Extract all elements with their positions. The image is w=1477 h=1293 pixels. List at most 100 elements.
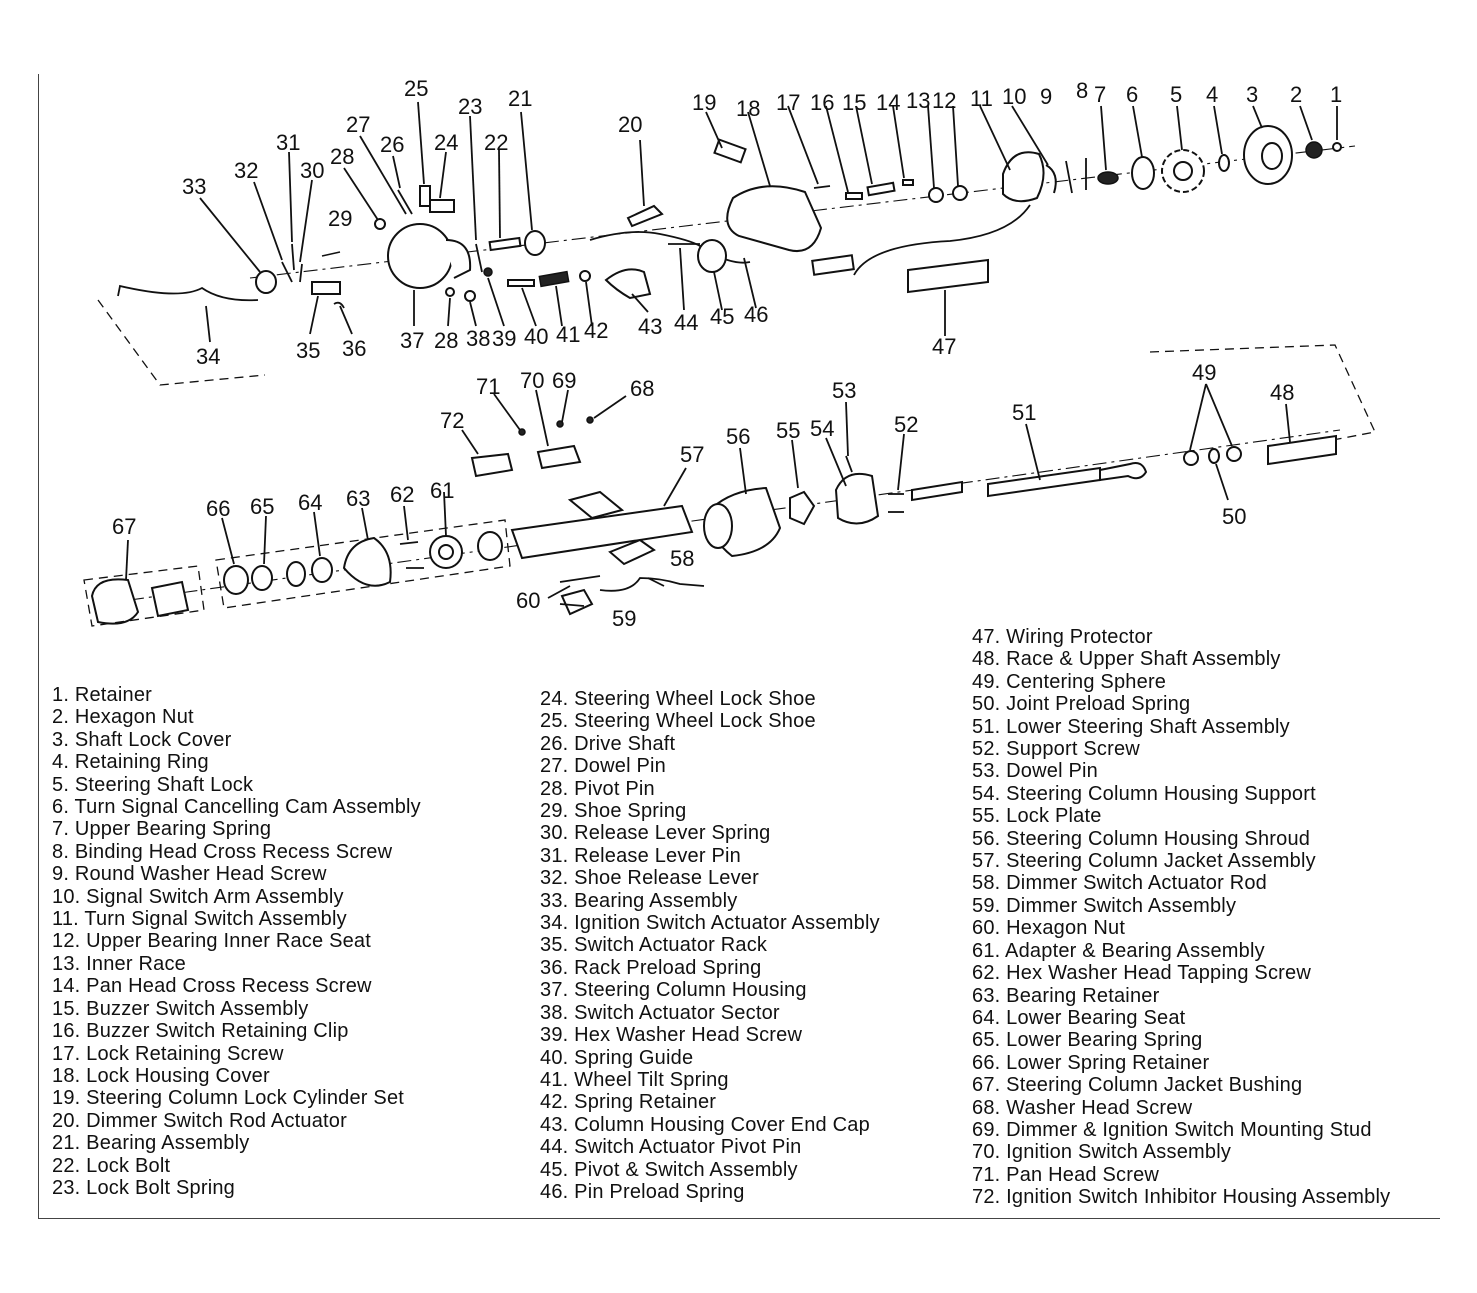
callout-numbers: 1 2 3 4 5 6 7 8 9 10 11 12 13 14 15 16 1… [112, 76, 1342, 631]
part-13-shape [928, 187, 944, 203]
callout-17: 17 [776, 90, 800, 115]
callout-44: 44 [674, 310, 698, 335]
legend-item-3: 3. Shaft Lock Cover [52, 728, 232, 751]
lower-assembly-axis [129, 429, 1341, 601]
part-37-flange [445, 239, 472, 279]
callout-60: 60 [516, 588, 540, 613]
part-43-shape [604, 268, 652, 300]
legend-item-59: 59. Dimmer Switch Assembly [972, 894, 1237, 917]
part-60-shape [559, 575, 601, 583]
legend-item-41: 41. Wheel Tilt Spring [540, 1068, 729, 1091]
callout-28b: 28 [434, 328, 458, 353]
callout-55: 55 [776, 418, 800, 443]
callout-28: 28 [330, 144, 354, 169]
legend-item-48: 48. Race & Upper Shaft Assembly [972, 648, 1281, 671]
part-20-shape [626, 204, 664, 228]
part-7-shape [1097, 171, 1119, 185]
part-19-shape [713, 138, 747, 164]
callout-52: 52 [894, 412, 918, 437]
legend-item-17: 17. Lock Retaining Screw [52, 1042, 284, 1065]
part-63-shape [342, 536, 392, 587]
legend-item-8: 8. Binding Head Cross Recess Screw [52, 840, 393, 863]
legend-item-2: 2. Hexagon Nut [52, 706, 194, 729]
callout-6: 6 [1126, 82, 1138, 107]
legend-item-62: 62. Hex Washer Head Tapping Screw [972, 962, 1311, 985]
part-64-shape [311, 557, 333, 583]
legend-item-66: 66. Lower Spring Retainer [972, 1051, 1210, 1074]
legend-item-54: 54. Steering Column Housing Support [972, 782, 1316, 805]
legend-item-42: 42. Spring Retainer [540, 1091, 717, 1114]
callout-49: 49 [1192, 360, 1216, 385]
callout-36: 36 [342, 336, 366, 361]
part-30-shape [299, 263, 303, 283]
callout-7: 7 [1094, 82, 1106, 107]
callout-14: 14 [876, 90, 900, 115]
callout-47: 47 [932, 334, 956, 359]
callout-1: 1 [1330, 82, 1342, 107]
legend-item-58: 58. Dimmer Switch Actuator Rod [972, 872, 1267, 895]
transfer-outline [1149, 344, 1376, 451]
part-34-shape [117, 284, 259, 302]
legend-item-19: 19. Steering Column Lock Cylinder Set [52, 1087, 405, 1110]
part-28-shape [445, 287, 455, 297]
part-61-bore [438, 544, 454, 560]
part-3-bore [1261, 142, 1283, 170]
part-31-shape [291, 243, 295, 271]
callout-11: 11 [970, 86, 993, 111]
legend-item-6: 6. Turn Signal Cancelling Cam Assembly [52, 796, 421, 819]
callout-10: 10 [1002, 84, 1026, 109]
part-4-shape [1218, 154, 1230, 172]
part-27-shape [374, 218, 386, 230]
part-67-shape [90, 578, 140, 625]
part-6-shape [1131, 156, 1155, 190]
wiring-connector [811, 254, 855, 276]
callout-59: 59 [612, 606, 636, 631]
callout-23: 23 [458, 94, 482, 119]
legend-item-30: 30. Release Lever Spring [540, 822, 771, 845]
legend-item-28: 28. Pivot Pin [540, 777, 655, 800]
legend-item-68: 68. Washer Head Screw [972, 1096, 1193, 1119]
legend-item-20: 20. Dimmer Switch Rod Actuator [52, 1109, 347, 1132]
legend-item-7: 7. Upper Bearing Spring [52, 818, 272, 841]
legend-item-1: 1. Retainer [52, 684, 153, 706]
callout-27: 27 [346, 112, 370, 137]
part-18-shape [726, 185, 823, 252]
callout-58: 58 [670, 546, 694, 571]
legend-item-12: 12. Upper Bearing Inner Race Seat [52, 930, 372, 953]
part-32-shape [281, 261, 293, 283]
callout-56: 56 [726, 424, 750, 449]
part-15-shape [866, 181, 896, 197]
part-51-spline [911, 480, 963, 502]
part-65-shape-a [286, 561, 306, 587]
callout-25: 25 [404, 76, 428, 101]
part-9-shape [1065, 160, 1073, 194]
callout-63: 63 [346, 486, 370, 511]
part-14-shape [902, 179, 914, 186]
part-24-shape [429, 199, 455, 213]
legend-item-36: 36. Rack Preload Spring [540, 956, 762, 979]
part-53-shape [845, 455, 853, 473]
legend-item-52: 52. Support Screw [972, 738, 1140, 761]
part-57-lower-bracket [608, 538, 656, 566]
part-33-shape [255, 270, 277, 294]
legend-item-5: 5. Steering Shaft Lock [52, 773, 254, 796]
part-11-wiring [853, 204, 1031, 276]
legend-item-23: 23. Lock Bolt Spring [52, 1176, 235, 1199]
part-49-shape-a [1183, 450, 1199, 466]
legend-item-55: 55. Lock Plate [972, 805, 1102, 828]
legend-item-67: 67. Steering Column Jacket Bushing [972, 1074, 1303, 1097]
legend-item-72: 72. Ignition Switch Inhibitor Housing As… [972, 1186, 1391, 1209]
part-72-shape [470, 452, 514, 478]
part-36-shape [333, 301, 345, 309]
legend-item-31: 31. Release Lever Pin [540, 844, 741, 867]
legend-item-47: 47. Wiring Protector [972, 626, 1153, 648]
legend-item-56: 56. Steering Column Housing Shroud [972, 827, 1311, 850]
callout-4: 4 [1206, 82, 1218, 107]
legend-item-16: 16. Buzzer Switch Retaining Clip [52, 1020, 349, 1043]
callout-50: 50 [1222, 504, 1246, 529]
part-57-shape [510, 504, 694, 560]
callout-35: 35 [296, 338, 320, 363]
part-10-shape [1045, 164, 1057, 194]
